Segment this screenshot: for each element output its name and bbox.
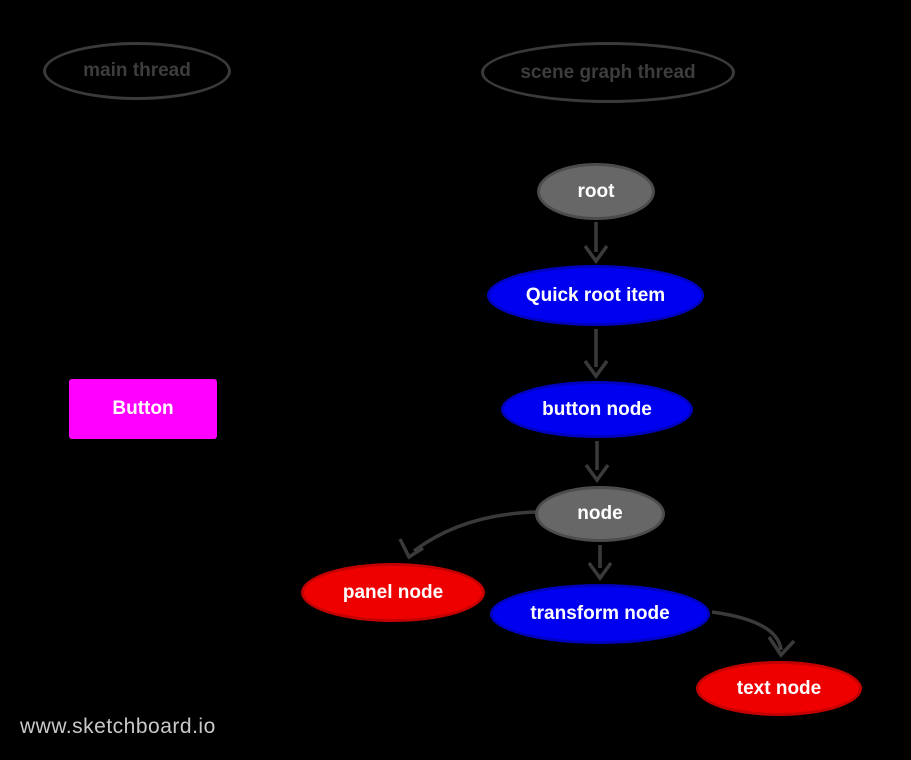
- node-root-label: root: [577, 180, 615, 202]
- node-text-node-label: text node: [736, 677, 822, 699]
- lane-label-scene-graph-thread: scene graph thread: [520, 61, 696, 83]
- edge-node-to-panel-node[interactable]: [398, 510, 538, 560]
- edge-root-to-quick-root-item[interactable]: [583, 222, 609, 264]
- node-panel-node-label: panel node: [342, 581, 444, 603]
- node-node-label: node: [577, 503, 623, 524]
- lane-label-main-thread: main thread: [83, 60, 191, 81]
- button-shape[interactable]: Button: [69, 379, 217, 439]
- node-quick-root-item-label: Quick root item: [525, 284, 666, 306]
- node-text-node[interactable]: text node: [696, 661, 862, 716]
- button-shape-label: Button: [112, 398, 174, 419]
- node-node[interactable]: node: [535, 486, 665, 542]
- watermark: www.sketchboard.io: [20, 715, 216, 738]
- edge-button-node-to-node[interactable]: [584, 441, 610, 483]
- node-quick-root-item[interactable]: Quick root item: [487, 265, 704, 326]
- edge-quick-root-item-to-button-node[interactable]: [583, 329, 609, 379]
- node-button-node[interactable]: button node: [501, 381, 693, 438]
- edge-node-to-transform-node[interactable]: [587, 545, 613, 581]
- lane-ellipse-main-thread[interactable]: main thread: [43, 42, 231, 100]
- node-root[interactable]: root: [537, 163, 655, 220]
- lane-ellipse-scene-graph-thread[interactable]: scene graph thread: [481, 42, 735, 103]
- node-transform-node[interactable]: transform node: [490, 584, 710, 644]
- node-button-node-label: button node: [542, 398, 652, 420]
- node-transform-node-label: transform node: [530, 603, 670, 624]
- edge-transform-node-to-text-node[interactable]: [711, 610, 796, 658]
- node-panel-node[interactable]: panel node: [301, 563, 485, 622]
